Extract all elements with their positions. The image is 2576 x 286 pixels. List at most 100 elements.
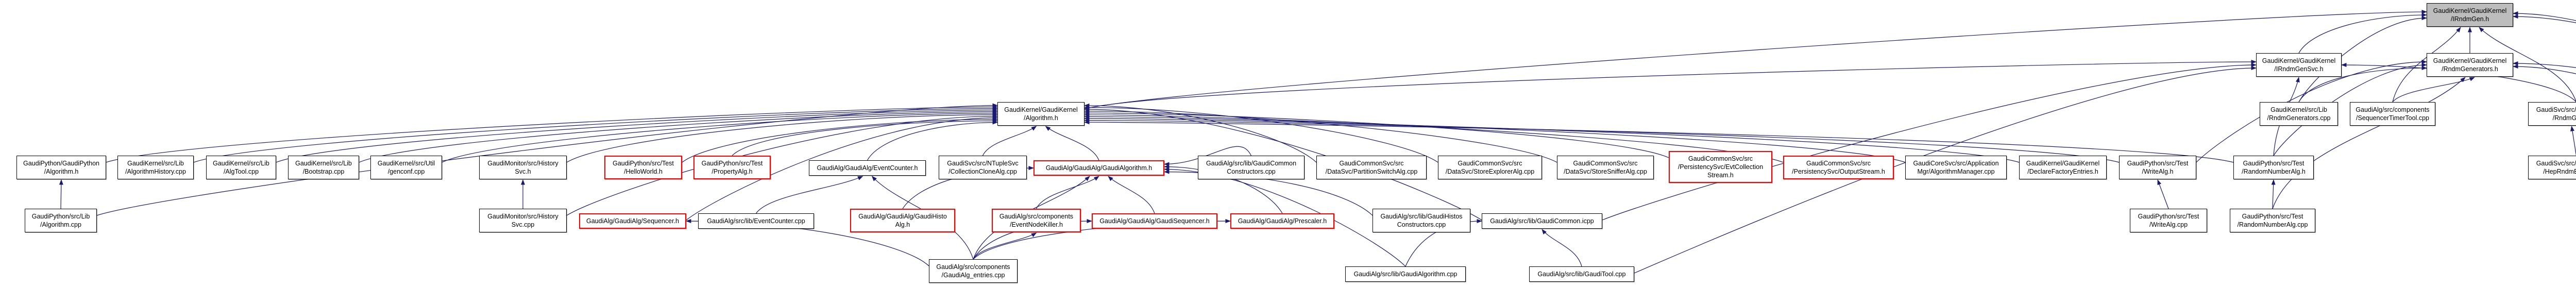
- graph-node-label-line: GaudiPython/GaudiPython: [23, 160, 100, 167]
- graph-node-label-line: /genconf.cpp: [387, 168, 425, 175]
- graph-node-label-line: Constructors.cpp: [1397, 221, 1446, 228]
- graph-node-label-line: GaudiKernel/src/Lib: [295, 160, 352, 167]
- graph-node-rndmgenerators-cpp[interactable]: GaudiKernel/src/Lib/RndmGenerators.cpp: [2260, 102, 2338, 126]
- graph-node-label-line: GaudiAlg/GaudiAlg/GaudiAlgorithm.h: [1045, 164, 1153, 172]
- graph-node-label-line: GaudiPython/src/Test: [2242, 213, 2303, 220]
- graph-node-label-line: GaudiAlg/src/lib/GaudiCommon: [1206, 160, 1297, 167]
- graph-node-label-line: GaudiAlg/src/lib/GaudiCommon.icpp: [1490, 217, 1594, 225]
- graph-node-label-line: GaudiMonitor/src/History: [487, 213, 558, 220]
- graph-node-rndmgenerators-h[interactable]: GaudiKernel/GaudiKernel/RndmGenerators.h: [2427, 53, 2513, 77]
- graph-node-helloworld-h[interactable]: GaudiPython/src/Test/HelloWorld.h: [604, 156, 682, 179]
- graph-node-bootstrap-cpp[interactable]: GaudiKernel/src/Lib/Bootstrap.cpp: [288, 156, 359, 179]
- graph-node-irndmgensvc-h[interactable]: GaudiKernel/GaudiKernel/IRndmGenSvc.h: [2256, 53, 2342, 77]
- graph-node-gaudialgorithm-h[interactable]: GaudiAlg/GaudiAlg/GaudiAlgorithm.h: [1033, 160, 1164, 176]
- graph-node-gaudicommon-icpp[interactable]: GaudiAlg/src/lib/GaudiCommon.icpp: [1482, 213, 1602, 229]
- graph-node-gaudialgorithm-cpp[interactable]: GaudiAlg/src/lib/GaudiAlgorithm.cpp: [1345, 266, 1466, 282]
- graph-node-label-line: /RndmGenerators.h: [2442, 65, 2498, 73]
- graph-node-label-line: GaudiPython/src/Test: [2127, 160, 2189, 167]
- graph-node-algtool-cpp[interactable]: GaudiKernel/src/Lib/AlgTool.cpp: [206, 156, 276, 179]
- graph-node-storeexploreralg-cpp[interactable]: GaudiCommonSvc/src/DataSvc/StoreExplorer…: [1438, 156, 1542, 179]
- graph-node-label-line: /RndmGenerators.cpp: [2267, 114, 2331, 122]
- graph-node-eventcounter-h[interactable]: GaudiAlg/GaudiAlg/EventCounter.h: [809, 160, 926, 176]
- graph-node-label-line: Svc.h: [515, 168, 531, 175]
- graph-node-label-line: /CollectionCloneAlg.cpp: [948, 168, 1017, 175]
- graph-node-storesnifferalg-cpp[interactable]: GaudiCommonSvc/src/DataSvc/StoreSnifferA…: [1557, 156, 1654, 179]
- graph-node-label-line: /IRndmGen.h: [2450, 15, 2489, 23]
- graph-node-propertyalg-h[interactable]: GaudiPython/src/Test/PropertyAlg.h: [693, 156, 771, 179]
- graph-node-heprndmengines-cpp[interactable]: GaudiSvc/src/RndmGenSvc/HepRndmEngines.c…: [2528, 156, 2576, 179]
- graph-node-gaudialg-entries-cpp[interactable]: GaudiAlg/src/components/GaudiAlg_entries…: [929, 259, 1018, 283]
- graph-node-genconf-cpp[interactable]: GaudiKernel/src/Util/genconf.cpp: [370, 156, 442, 179]
- graph-node-label-line: GaudiKernel/GaudiKernel: [1004, 106, 1078, 113]
- graph-node-randomnumberalg-h[interactable]: GaudiPython/src/Test/RandomNumberAlg.h: [2233, 156, 2314, 179]
- graph-node-label-line: GaudiSvc/src/NTupleSvc: [947, 160, 1019, 167]
- graph-node-label-line: /EventNodeKiller.h: [1010, 221, 1063, 228]
- graph-node-randomnumberalg-cpp[interactable]: GaudiPython/src/Test/RandomNumberAlg.cpp: [2230, 209, 2315, 232]
- graph-node-root-irndmgen[interactable]: GaudiKernel/GaudiKernel/IRndmGen.h: [2427, 3, 2513, 27]
- graph-node-label-line: /DeclareFactoryEntries.h: [2027, 168, 2098, 175]
- graph-node-label-line: /IRndmGenSvc.h: [2274, 65, 2324, 73]
- graph-node-collectionclonealg-cpp[interactable]: GaudiSvc/src/NTupleSvc/CollectionCloneAl…: [939, 156, 1027, 179]
- graph-node-label-line: /DataSvc/StoreSnifferAlg.cpp: [1564, 168, 1647, 175]
- graph-node-partitionswitchalg-cpp[interactable]: GaudiCommonSvc/src/DataSvc/PartitionSwit…: [1316, 156, 1427, 179]
- graph-node-gpy-algorithm-cpp[interactable]: GaudiPython/src/Lib/Algorithm.cpp: [25, 209, 97, 232]
- graph-node-outputstream-h[interactable]: GaudiCommonSvc/src/PersistencySvc/Output…: [1783, 156, 1894, 179]
- graph-node-algorithm-h[interactable]: GaudiKernel/GaudiKernel/Algorithm.h: [997, 102, 1084, 126]
- graph-node-prescaler-h[interactable]: GaudiAlg/GaudiAlg/Prescaler.h: [1230, 213, 1334, 229]
- graph-node-label-line: GaudiPython/src/Test: [701, 160, 763, 167]
- graph-node-label-line: GaudiCommonSvc/src: [1806, 160, 1871, 167]
- graph-node-sequencertimertool-cpp[interactable]: GaudiAlg/src/components/SequencerTimerTo…: [2350, 102, 2435, 126]
- graph-node-label-line: /HepRndmEngines.cpp: [2543, 168, 2576, 175]
- graph-node-eventnodekiller-h[interactable]: GaudiAlg/src/components/EventNodeKiller.…: [992, 209, 1081, 232]
- graph-node-label-line: /WriteAlg.cpp: [2149, 221, 2188, 228]
- graph-node-gaudisequencer-h[interactable]: GaudiAlg/GaudiAlg/GaudiSequencer.h: [1092, 213, 1217, 229]
- graph-node-label-line: GaudiCommonSvc/src: [1688, 155, 1753, 162]
- graph-node-label-line: GaudiSvc/src/RndmGenSvc: [2536, 106, 2576, 113]
- graph-node-label-line: GaudiPython/src/Lib: [31, 213, 90, 220]
- graph-node-label-line: /AlgorithmHistory.cpp: [125, 168, 186, 175]
- graph-node-algorithmhistory-cpp[interactable]: GaudiKernel/src/Lib/AlgorithmHistory.cpp: [117, 156, 194, 179]
- graph-node-gauditool-cpp[interactable]: GaudiAlg/src/lib/GaudiTool.cpp: [1529, 266, 1634, 282]
- graph-node-label-line: /Bootstrap.cpp: [302, 168, 345, 175]
- graph-node-label-line: GaudiKernel/GaudiKernel: [2433, 7, 2507, 14]
- graph-node-label-line: GaudiKernel/GaudiKernel: [2026, 160, 2100, 167]
- graph-node-label-line: GaudiAlg/src/components: [2355, 106, 2430, 113]
- graph-node-label-line: GaudiAlg/src/lib/EventCounter.cpp: [707, 217, 805, 225]
- graph-node-writealg-cpp[interactable]: GaudiPython/src/Test/WriteAlg.cpp: [2130, 209, 2207, 232]
- graph-node-label-line: /DataSvc/PartitionSwitchAlg.cpp: [1325, 168, 1418, 175]
- graph-node-label-line: GaudiKernel/src/Lib: [2270, 106, 2327, 113]
- graph-node-label-line: GaudiPython/src/Test: [2243, 160, 2304, 167]
- graph-node-label-line: GaudiAlg/src/lib/GaudiHistos: [1380, 213, 1463, 220]
- graph-node-label-line: GaudiAlg/src/components: [936, 263, 1010, 271]
- graph-node-label-line: GaudiKernel/GaudiKernel: [2433, 57, 2507, 64]
- graph-node-label-line: /RndmGenSvc.h: [2552, 114, 2576, 122]
- graph-node-evtcollectionstream-h[interactable]: GaudiCommonSvc/src/PersistencySvc/EvtCol…: [1669, 151, 1772, 183]
- graph-node-writealg-h[interactable]: GaudiPython/src/Test/WriteAlg.h: [2119, 156, 2196, 179]
- graph-node-label-line: GaudiAlg/GaudiAlg/EventCounter.h: [817, 164, 918, 172]
- graph-node-label-line: /Algorithm.h: [1024, 114, 1058, 122]
- graph-node-label-line: GaudiAlg/GaudiAlg/Sequencer.h: [586, 217, 679, 225]
- graph-node-label-line: GaudiCoreSvc/src/Application: [1913, 160, 1999, 167]
- graph-node-label-line: GaudiAlg/GaudiAlg/GaudiSequencer.h: [1099, 217, 1210, 225]
- graph-node-label-line: GaudiAlg/src/lib/GaudiTool.cpp: [1537, 271, 1626, 278]
- graph-node-label-line: GaudiKernel/src/Lib: [127, 160, 184, 167]
- graph-node-label-line: GaudiCommonSvc/src: [1573, 160, 1638, 167]
- graph-node-label-line: /Algorithm.h: [44, 168, 79, 175]
- graph-node-label-line: GaudiKernel/src/Lib: [213, 160, 269, 167]
- graph-node-eventcounter-cpp[interactable]: GaudiAlg/src/lib/EventCounter.cpp: [698, 213, 814, 229]
- graph-node-label-line: Constructors.cpp: [1227, 168, 1276, 175]
- graph-node-label-line: GaudiPython/src/Test: [2138, 213, 2199, 220]
- graph-node-sequencer-h[interactable]: GaudiAlg/GaudiAlg/Sequencer.h: [579, 213, 686, 229]
- graph-node-gpy-algorithm-h[interactable]: GaudiPython/GaudiPython/Algorithm.h: [16, 156, 106, 179]
- graph-node-label-line: GaudiAlg/src/lib/GaudiAlgorithm.cpp: [1353, 271, 1458, 278]
- graph-node-label-line: /PersistencySvc/EvtCollection: [1677, 163, 1764, 171]
- graph-node-declarefactoryentries-h[interactable]: GaudiKernel/GaudiKernel/DeclareFactoryEn…: [2019, 156, 2107, 179]
- graph-node-rndmgensvc-h[interactable]: GaudiSvc/src/RndmGenSvc/RndmGenSvc.h: [2528, 102, 2576, 126]
